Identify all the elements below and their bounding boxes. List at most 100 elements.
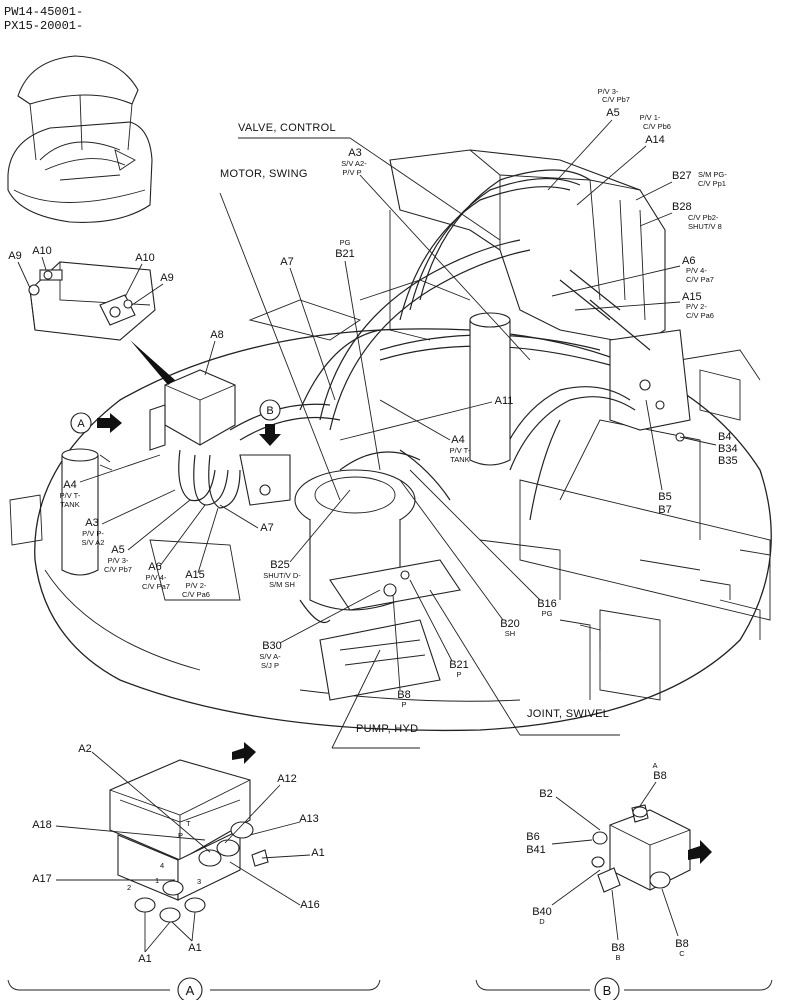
b16-description: PG: [542, 609, 553, 618]
callout-a13: A13: [299, 813, 319, 825]
callout-a7-top: A7: [280, 256, 293, 268]
a15-right-description: P/V 2-: [686, 302, 707, 311]
callout-b34: B34: [718, 443, 738, 455]
callout-b40: B40: [532, 906, 552, 918]
callout-b21-bottom: B21: [449, 659, 469, 671]
callout-b21-top: B21: [335, 248, 355, 260]
port-1-mark: 1: [155, 876, 159, 885]
a3-top-description: S/V A2-: [341, 159, 367, 168]
callout-a16: A16: [300, 899, 320, 911]
motor-swing-label: MOTOR, SWING: [220, 168, 308, 180]
callout-b7: B7: [658, 504, 671, 516]
b21-bottom-description: P: [456, 670, 461, 679]
a3-left-description: P/V P-: [82, 529, 104, 538]
a4-left-description-line-2: TANK: [60, 500, 79, 509]
view-a-marker-label: A: [77, 418, 85, 430]
a4-right-description-line-2: TANK: [450, 455, 469, 464]
pump-hyd-label: PUMP, HYD: [356, 723, 418, 735]
b30-description-line-2: S/J P: [261, 661, 279, 670]
callout-a1-bottom-right: A1: [188, 942, 201, 954]
callout-a3-left: A3: [85, 517, 98, 529]
callout-a2: A2: [78, 743, 91, 755]
callout-a8: A8: [210, 329, 223, 341]
a3-left-description-line-2: S/V A2: [82, 538, 105, 547]
callout-b6: B6: [526, 831, 539, 843]
solenoid-valve-block: [149, 369, 291, 506]
port-t-mark: T: [186, 819, 191, 828]
callout-a9-right: A9: [160, 272, 173, 284]
b40-description: D: [539, 917, 545, 926]
mounting-bracket-inset: [28, 261, 156, 341]
swivel-joint-pump-assembly: [294, 469, 461, 701]
callout-a18: A18: [32, 819, 52, 831]
callout-a11: A11: [495, 395, 514, 407]
main-view-callouts: P/V 3- C/V Pb7 A5 P/V 1- C/V Pb6 A14 B27…: [8, 87, 737, 709]
callout-a9-left: A9: [8, 250, 21, 262]
callout-a3-top: A3: [348, 147, 361, 159]
assembly-labels: VALVE, CONTROL MOTOR, SWING PUMP, HYD JO…: [219, 122, 620, 749]
a4-left-description: P/V T-: [60, 491, 81, 500]
callout-a15-right: A15: [682, 291, 702, 303]
a14-description: P/V 1-: [640, 113, 661, 122]
view-b-marker: B: [259, 399, 281, 446]
b27-description-line-2: C/V Pp1: [698, 179, 726, 188]
callout-a4-right: A4: [451, 434, 464, 446]
b21-top-description: PG: [340, 238, 351, 247]
a6-right-description: P/V 4-: [686, 266, 707, 275]
b25-description-line-2: S/M SH: [269, 580, 295, 589]
b25-description: SHUT/V D-: [263, 571, 301, 580]
callout-b8-b: B8: [611, 942, 624, 954]
callout-b35: B35: [718, 455, 738, 467]
callout-b28: B28: [672, 201, 692, 213]
view-a-marker: A: [70, 412, 122, 434]
port-3-mark: 3: [197, 877, 201, 886]
callout-a7-bottom: A7: [260, 522, 273, 534]
valve-control-label: VALVE, CONTROL: [238, 122, 336, 134]
callout-b20: B20: [500, 618, 520, 630]
a15-left-description: P/V 2-: [186, 581, 207, 590]
callout-a15-left: A15: [185, 569, 205, 581]
b28-description: C/V Pb2-: [688, 213, 719, 222]
a6-left-description-line-2: C/V Pa7: [142, 582, 170, 591]
callout-b25: B25: [270, 559, 290, 571]
callout-a10-left: A10: [32, 245, 52, 257]
callout-b41: B41: [526, 844, 546, 856]
b8-b-description: B: [615, 953, 620, 962]
callout-a6-right: A6: [682, 255, 695, 267]
a5-description-line-2: C/V Pb7: [602, 95, 630, 104]
model-range-line-2: PX15-20001-: [4, 19, 83, 33]
callout-a5: A5: [606, 107, 619, 119]
a4-right-description: P/V T-: [450, 446, 471, 455]
model-range-line-1: PW14-45001-: [4, 5, 83, 19]
a5-left-description: P/V 3-: [108, 556, 129, 565]
view-a-bracket: A: [7, 977, 381, 1000]
callout-a4-left: A4: [63, 479, 76, 491]
a6-left-description: P/V 4-: [146, 573, 167, 582]
b8-a-description: A: [652, 761, 657, 770]
callout-a5-left: A5: [111, 544, 124, 556]
detail-view-b: A B8 B2 B6 B41 B40 D B8 B B8 C: [526, 761, 712, 962]
callout-a17: A17: [32, 873, 52, 885]
port-2-mark: 2: [127, 883, 131, 892]
b28-description-line-2: SHUT/V 8: [688, 222, 722, 231]
port-p-mark: P: [178, 831, 183, 840]
callout-a10-right: A10: [135, 252, 155, 264]
detail-view-a: P T 1 2 3 4 A2 A12 A13 A18 A1 A17 A16 A1…: [32, 742, 325, 965]
view-b-bracket: B: [475, 977, 773, 1000]
port-4-mark: 4: [160, 861, 164, 870]
inset-pointer-arrow: [130, 340, 175, 385]
callout-b5: B5: [658, 491, 671, 503]
callout-b8-a: B8: [653, 770, 666, 782]
view-a-title: A: [186, 983, 195, 998]
control-valve-assembly: [389, 149, 691, 442]
a6-right-description-line-2: C/V Pa7: [686, 275, 714, 284]
callout-a1-bottom-left: A1: [138, 953, 151, 965]
machine-thumbnail: [7, 55, 153, 223]
callout-a1-right: A1: [311, 847, 324, 859]
callout-b27: B27: [672, 170, 692, 182]
joint-swivel-label: JOINT, SWIVEL: [527, 708, 609, 720]
a15-left-description-line-2: C/V Pa6: [182, 590, 210, 599]
view-b-marker-label: B: [266, 405, 273, 417]
